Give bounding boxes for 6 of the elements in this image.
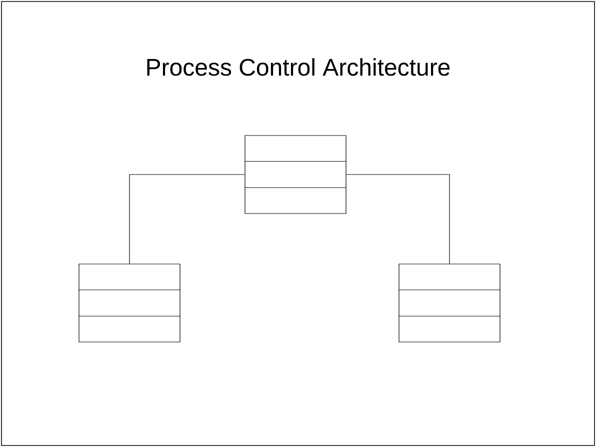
connector-line <box>346 174 450 264</box>
title: Process Control Architecture <box>147 58 450 76</box>
connector-line <box>129 174 245 264</box>
compartment-box <box>398 264 501 342</box>
compartment-box <box>244 135 347 214</box>
compartment-box <box>78 264 181 342</box>
